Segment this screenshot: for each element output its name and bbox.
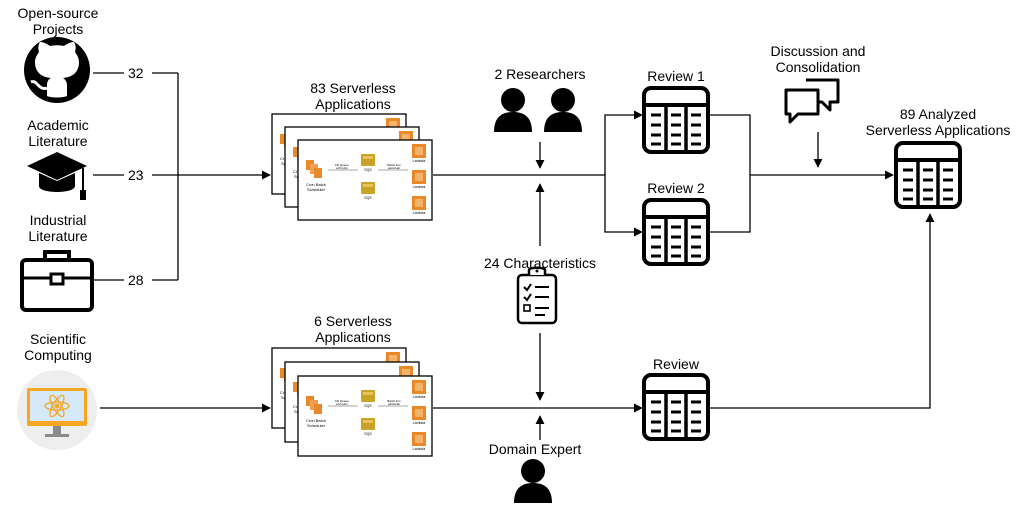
briefcase-icon [20, 250, 94, 312]
label-review2: Review 2 [647, 180, 705, 196]
count-academic: 23 [125, 167, 147, 183]
edge-review-to-result [708, 213, 935, 409]
label-discussion: Discussion and Consolidation [770, 43, 866, 75]
label-result: 89 Analyzed Serverless Applications [865, 106, 1011, 138]
review-table-icon [642, 373, 710, 441]
label-review: Review [653, 356, 699, 372]
edge-to-review1 [604, 110, 643, 175]
result-table-icon [894, 141, 962, 209]
label-open-source: Open-source Projects [17, 5, 99, 37]
label-scientific: Scientific Computing [24, 331, 92, 363]
domain-expert-icon [514, 459, 552, 503]
checklist-clipboard-icon [516, 266, 558, 325]
edge-to-review2 [604, 175, 643, 237]
label-review1: Review 1 [647, 68, 705, 84]
label-academic: Academic Literature [27, 117, 89, 149]
github-icon [24, 37, 90, 103]
label-industrial: Industrial Literature [28, 212, 88, 244]
label-apps-bottom: 6 Serverless Applications [314, 313, 392, 345]
review2-table-icon [642, 198, 710, 266]
atom-monitor-icon [17, 370, 97, 450]
edge-review1-out [708, 114, 751, 175]
review1-table-icon [642, 86, 710, 154]
speech-bubbles-icon [784, 78, 840, 124]
edge-review2-out [708, 175, 751, 233]
label-apps-top: 83 Serverless Applications [310, 80, 396, 112]
label-researchers: 2 Researchers [494, 66, 586, 82]
researchers-icon [494, 88, 582, 132]
apps-bottom-stack [271, 347, 433, 457]
count-industrial: 28 [125, 272, 147, 288]
count-open-source: 32 [125, 65, 147, 81]
graduation-cap-icon [27, 152, 87, 200]
connectors [93, 72, 935, 440]
apps-top-stack [271, 113, 433, 221]
label-characteristics: 24 Characteristics [483, 255, 597, 271]
label-domain-expert: Domain Expert [488, 441, 582, 457]
